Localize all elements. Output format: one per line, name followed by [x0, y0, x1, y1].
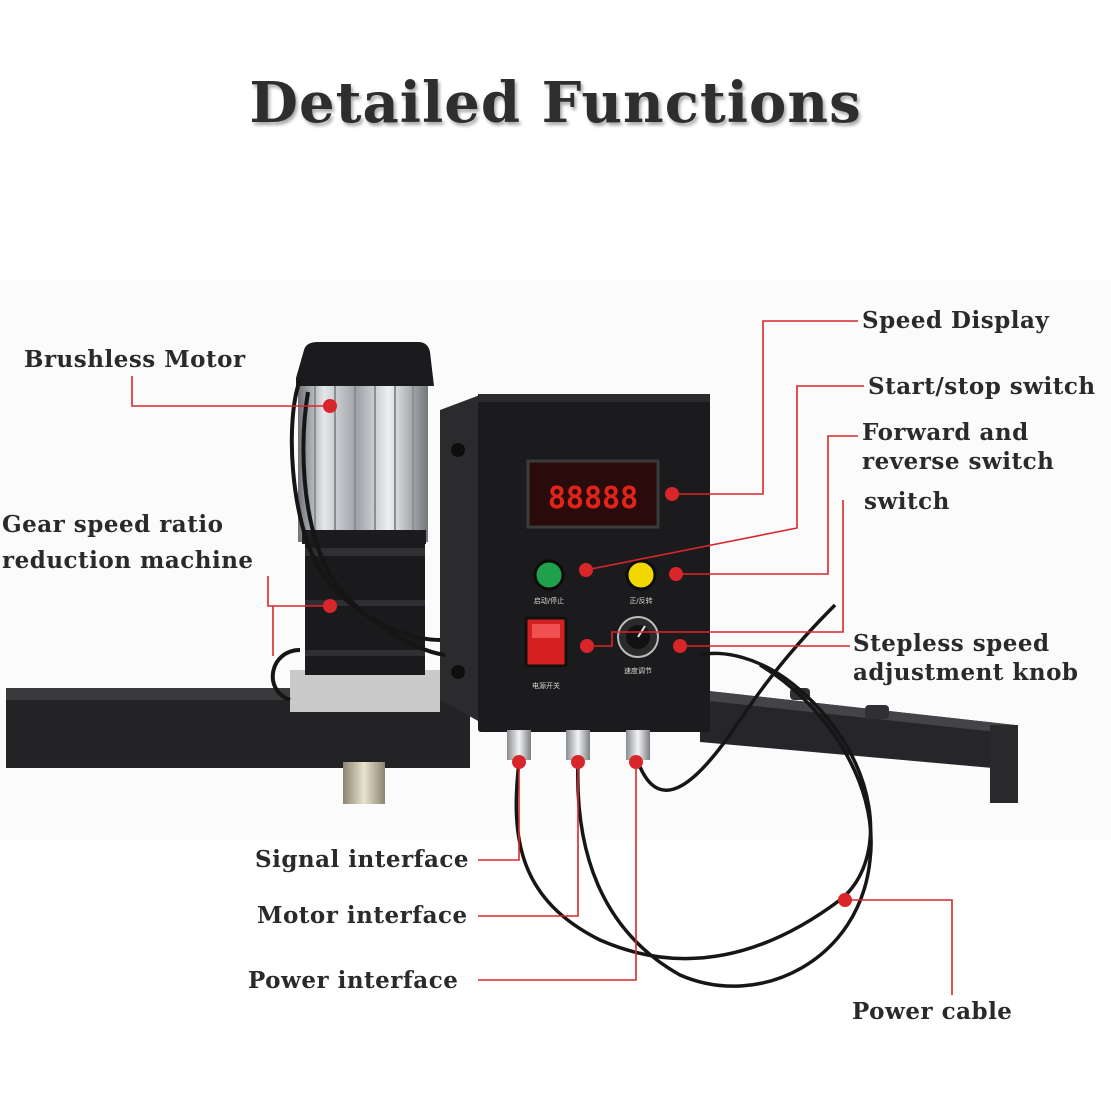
label-switch: switch [864, 488, 950, 515]
label-forward-reverse-line1: Forward and [862, 419, 1029, 446]
power-connector [626, 730, 650, 760]
motor-cables [270, 379, 446, 702]
label-knob-line1: Stepless speed [853, 630, 1050, 657]
speed-display-screen [526, 459, 660, 529]
label-gear-line1: Gear speed ratio [2, 511, 224, 538]
label-start-stop-switch: Start/stop switch [868, 373, 1096, 400]
label-brushless-motor: Brushless Motor [24, 346, 246, 373]
mounting-bracket [440, 395, 480, 722]
start-stop-button[interactable] [533, 559, 565, 591]
motor-base-plate [290, 670, 440, 712]
label-knob-line2: adjustment knob [853, 659, 1079, 686]
forward-reverse-button[interactable] [625, 559, 657, 591]
power-cable-loops [514, 603, 873, 988]
output-shaft [343, 762, 385, 804]
start-stop-caption: 启动/停止 [534, 596, 564, 605]
label-signal-interface: Signal interface [255, 846, 470, 873]
speed-knob-caption: 速度调节 [624, 666, 652, 675]
label-speed-display: Speed Display [862, 307, 1050, 334]
callout-dots [323, 399, 852, 907]
label-motor-interface: Motor interface [257, 902, 468, 929]
speed-display-digits: 88888 [548, 481, 638, 516]
label-power-cable: Power cable [852, 998, 1013, 1025]
label-power-interface: Power interface [248, 967, 459, 994]
label-forward-reverse-line2: reverse switch [862, 448, 1055, 475]
brushless-motor-body [296, 342, 434, 544]
forward-reverse-caption: 正/反转 [629, 596, 652, 605]
power-switch-caption: 电源开关 [532, 681, 560, 690]
page-title: Detailed Functions [249, 70, 862, 136]
label-gear-line2: reduction machine [2, 547, 254, 574]
callout-lines [131, 320, 953, 995]
controller-box: 88888 启动/停止 正/反转 电源开关 速度调节 [478, 394, 710, 732]
